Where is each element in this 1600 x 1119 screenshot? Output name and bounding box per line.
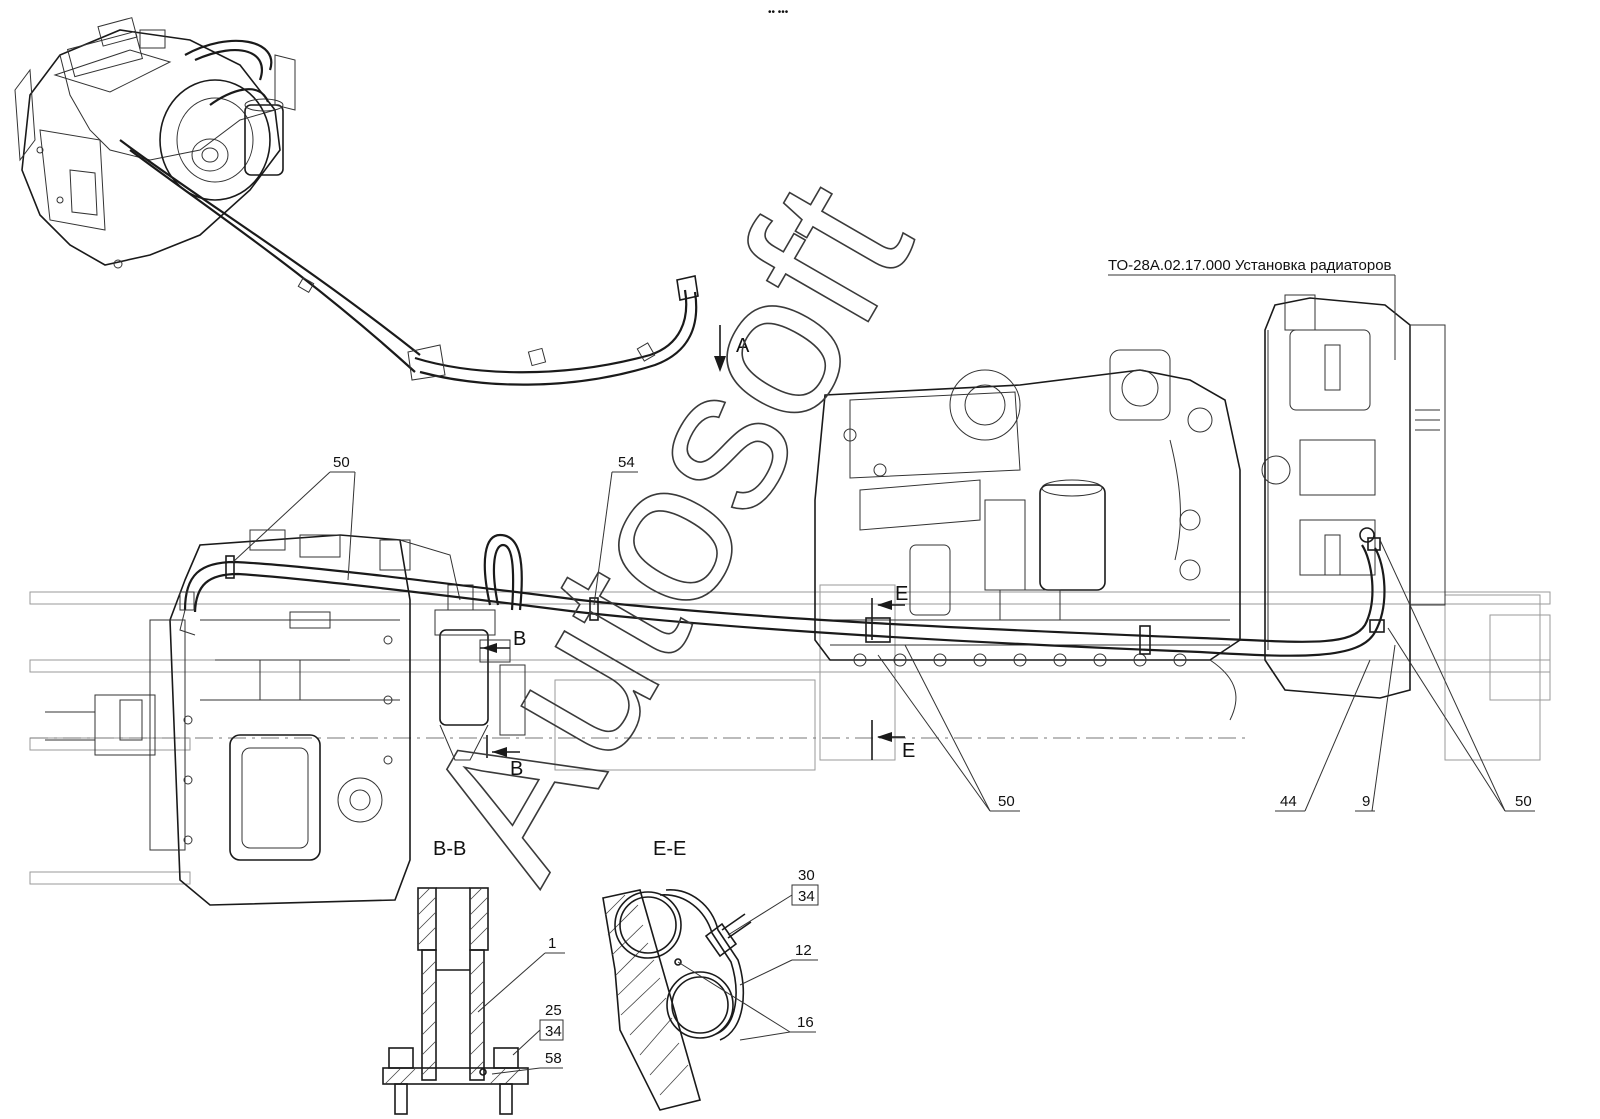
callout-16: 16 — [797, 1014, 814, 1031]
section-ee-title: E-E — [653, 838, 686, 860]
header-mark: •• ••• — [768, 7, 789, 18]
hose-line-main — [179, 527, 1386, 657]
filter-unit — [434, 533, 526, 761]
section-ee: E-E 30 34 12 16 — [602, 838, 819, 1111]
callout-1: 1 — [548, 935, 556, 952]
section-bb: B-B 1 — [382, 838, 565, 1115]
main-side-view: B B — [29, 257, 1551, 906]
callout-58: 58 — [545, 1050, 562, 1067]
view-a-label: A — [736, 335, 750, 357]
callout-50-right: 50 — [1515, 793, 1532, 810]
section-b-markers: B B — [480, 628, 526, 780]
section-b-lower-label: B — [510, 758, 523, 780]
engine-side — [814, 349, 1241, 721]
radiator-side — [1261, 294, 1446, 699]
section-e-upper-label: E — [895, 583, 908, 605]
isometric-transmission-view — [14, 17, 699, 386]
callout-44: 44 — [1280, 793, 1297, 810]
callout-50-top: 50 — [333, 454, 350, 471]
section-e-markers: E E — [871, 583, 915, 762]
callout-50-mid: 50 — [998, 793, 1015, 810]
callout-25: 25 — [545, 1002, 562, 1019]
callout-54: 54 — [618, 454, 635, 471]
section-b-upper-label: B — [513, 628, 526, 650]
main-view-callouts: 50 54 50 44 9 50 — [232, 454, 1535, 812]
section-e-lower-label: E — [902, 740, 915, 762]
callout-34-ee: 34 — [798, 888, 815, 905]
callout-9: 9 — [1362, 793, 1370, 810]
reference-note-text: ТО-28А.02.17.000 Установка радиаторов — [1108, 257, 1392, 274]
callout-34-bb: 34 — [545, 1023, 562, 1040]
callout-12: 12 — [795, 942, 812, 959]
gearbox-side — [45, 529, 461, 906]
reference-note: ТО-28А.02.17.000 Установка радиаторов — [1108, 257, 1396, 360]
section-bb-title: B-B — [433, 838, 466, 860]
callout-30: 30 — [798, 867, 815, 884]
view-a-arrow: A — [714, 325, 750, 372]
